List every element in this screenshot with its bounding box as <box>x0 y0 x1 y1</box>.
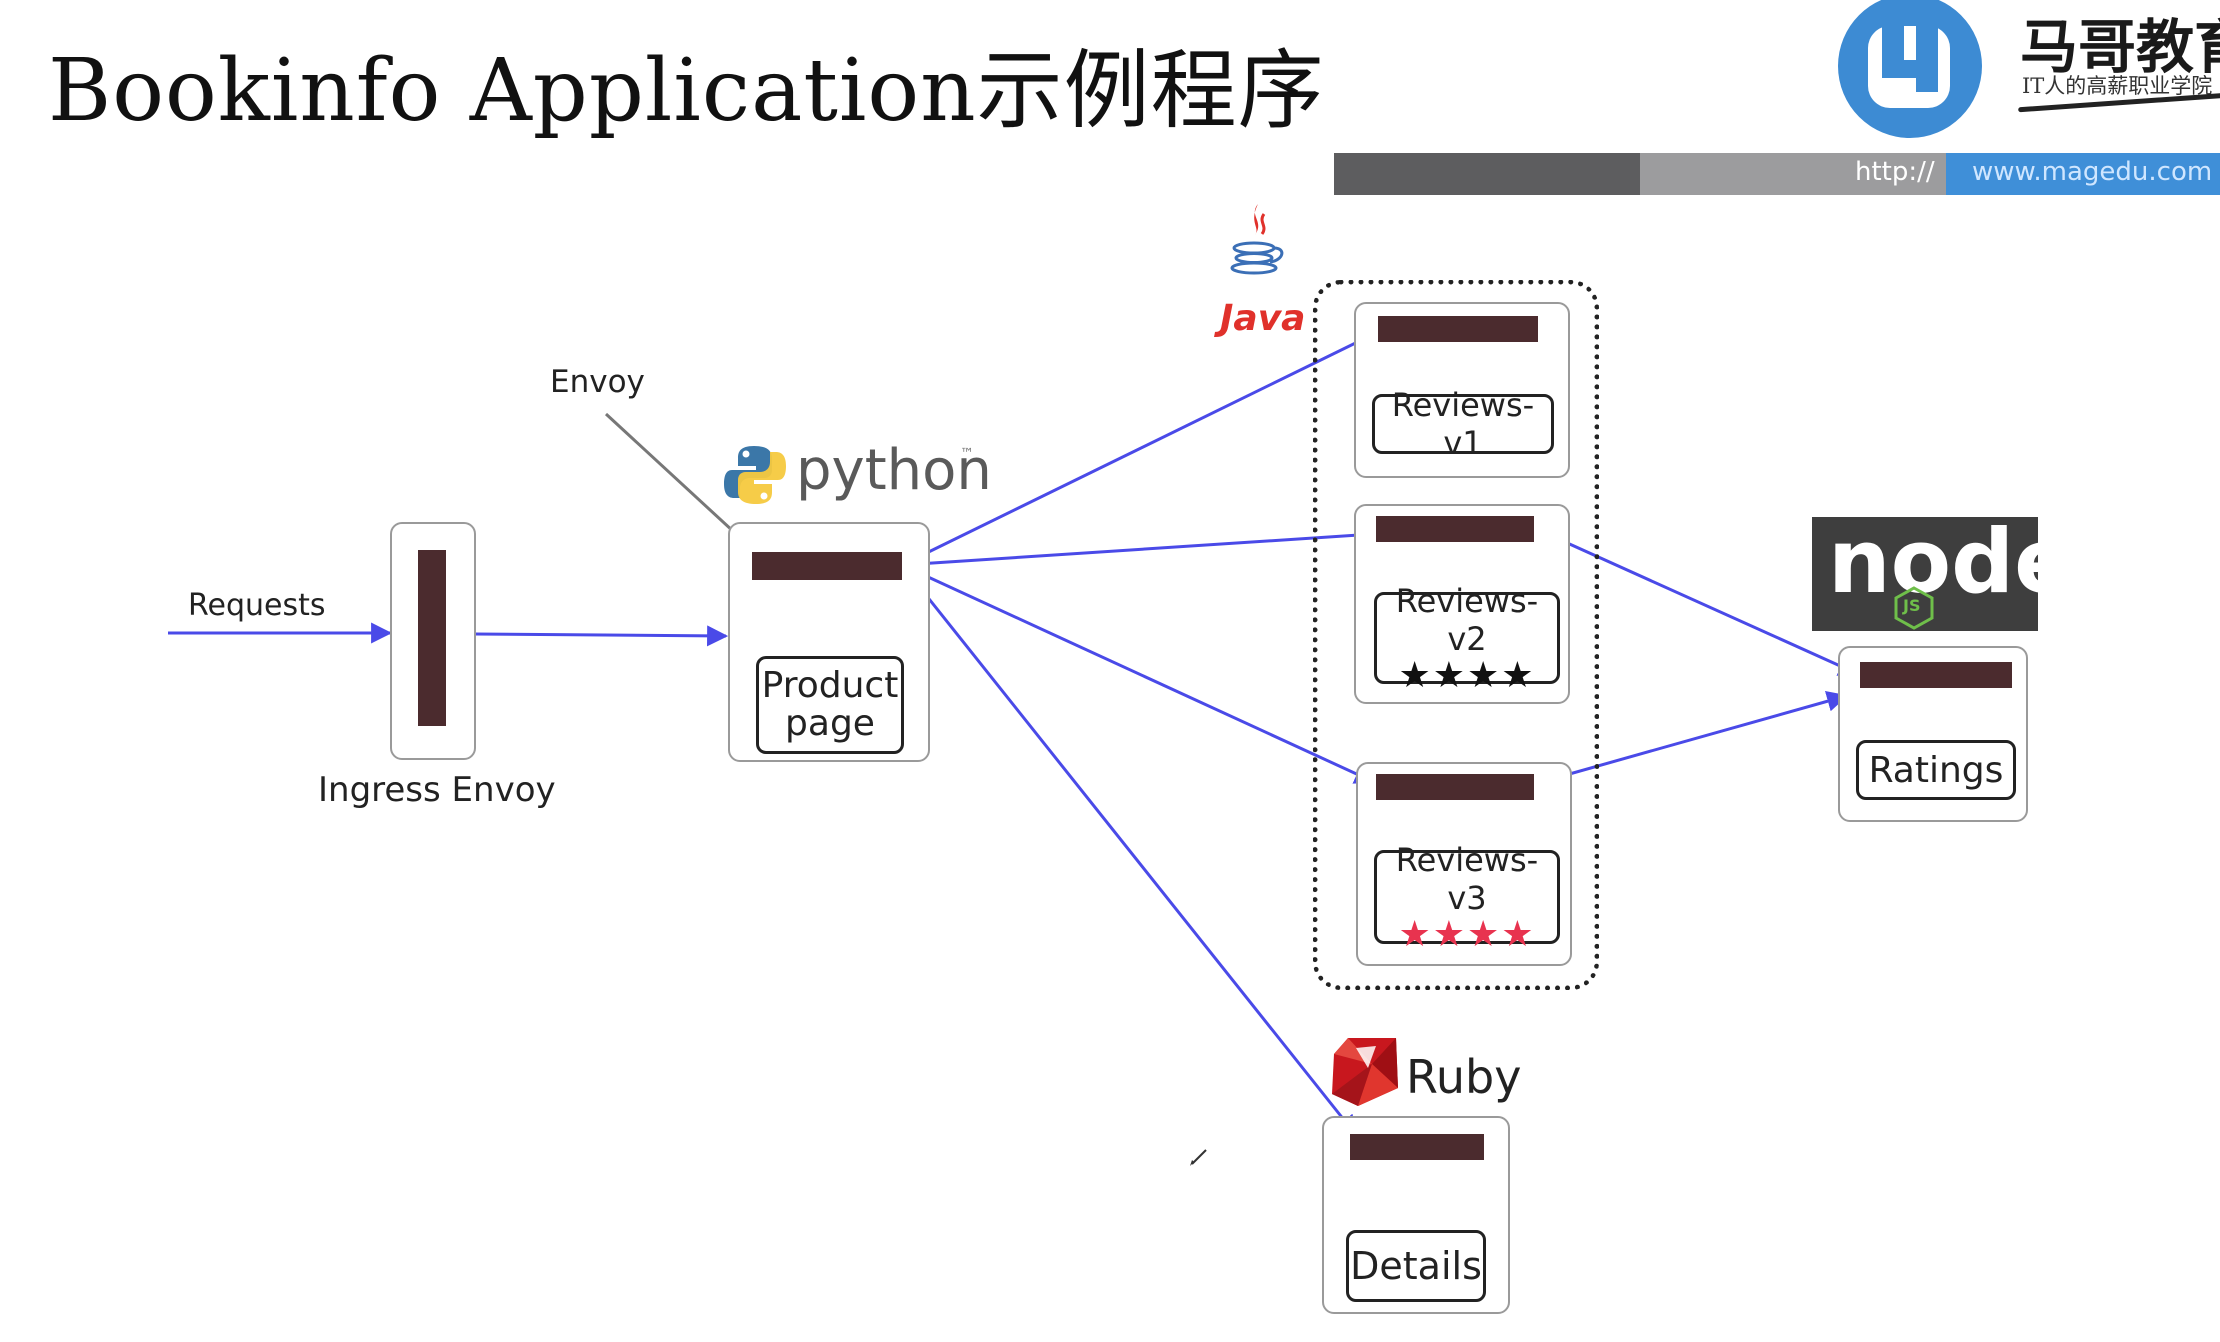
reviews-v2-label: Reviews-v2 <box>1395 582 1539 658</box>
nodejs-logo-icon <box>1812 517 2038 631</box>
ruby-logo-icon <box>1332 1038 1398 1106</box>
reviews-v1-sidecar <box>1378 316 1538 342</box>
node-hexagon-icon <box>1894 586 1934 630</box>
url-prefix: http:// <box>1855 157 1935 187</box>
arrow-reviews-v3-to-ratings <box>1533 691 1849 786</box>
reviews-v2-stars: ★★★★ <box>1398 655 1536 696</box>
node-js-label: JS <box>1903 596 1921 615</box>
arrow-reviews-v2-to-ratings <box>1533 526 1860 676</box>
reviews-v3-service[interactable]: Reviews-v3 ★★★★ <box>1374 841 1560 953</box>
ratings-service[interactable]: Ratings <box>1856 740 2016 800</box>
envoy-label: Envoy <box>550 364 645 400</box>
reviews-v2-service[interactable]: Reviews-v2 ★★★★ <box>1374 582 1560 694</box>
reviews-v3-label: Reviews-v3 <box>1395 841 1539 917</box>
details-label: Details <box>1350 1244 1482 1288</box>
productpage-service[interactable]: Product page <box>756 656 904 754</box>
brand-name: 马哥教育 <box>2020 13 2220 81</box>
magedu-logo-icon <box>1838 0 1982 138</box>
reviews-v3-sidecar <box>1376 774 1534 800</box>
arrow-productpage-to-reviews-v3 <box>901 563 1376 784</box>
details-sidecar <box>1350 1134 1484 1160</box>
pen-cursor-icon <box>1190 1149 1207 1166</box>
url-banner <box>1334 153 2220 195</box>
arrow-productpage-to-details <box>900 564 1358 1137</box>
reviews-group <box>1313 280 1599 990</box>
ratings-sidecar <box>1860 662 2012 688</box>
productpage-sidecar <box>752 552 902 580</box>
url-link[interactable]: www.magedu.com <box>1972 157 2213 187</box>
arrow-ingress-to-productpage <box>473 625 729 647</box>
python-label: python <box>796 438 992 503</box>
reviews-v1-service[interactable]: Reviews-v1 <box>1372 386 1554 462</box>
reviews-v1-label: Reviews-v1 <box>1391 386 1535 462</box>
ingress-envoy-label: Ingress Envoy <box>318 770 556 810</box>
reviews-v2-sidecar <box>1376 516 1534 542</box>
arrow-productpage-to-reviews-v1 <box>901 330 1380 567</box>
python-logo-icon <box>724 446 786 504</box>
ingress-envoy-sidecar <box>418 550 446 726</box>
requests-label: Requests <box>188 588 326 623</box>
java-logo-icon <box>1230 204 1284 275</box>
node-label: node <box>1828 510 2074 613</box>
python-trademark: ™ <box>960 446 974 462</box>
java-label: Java <box>1220 298 1306 339</box>
productpage-label-line1: Product <box>761 665 899 706</box>
brand-tagline: IT人的高薪职业学院 <box>2022 74 2213 98</box>
productpage-label-line2: page <box>785 703 875 744</box>
page-title: Bookinfo Application示例程序 <box>48 41 1325 141</box>
reviews-v3-stars: ★★★★ <box>1398 914 1536 955</box>
arrow-productpage-to-reviews-v2 <box>901 524 1377 567</box>
ratings-label: Ratings <box>1868 749 2004 791</box>
ruby-label: Ruby <box>1406 1050 1522 1104</box>
details-service[interactable]: Details <box>1346 1230 1486 1302</box>
